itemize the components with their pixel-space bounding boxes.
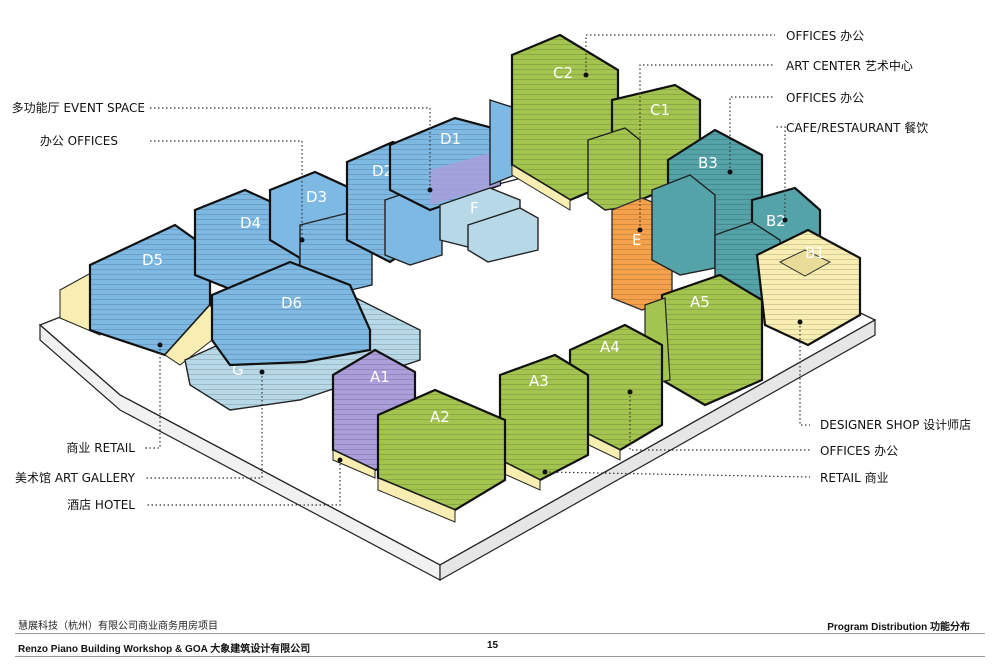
label-offices-top: OFFICES 办公	[786, 28, 864, 43]
block-label-D4: D4	[240, 214, 261, 232]
block-label-A2: A2	[430, 408, 450, 426]
label-retail-right: RETAIL 商业	[820, 470, 889, 485]
sheet-title: Program Distribution 功能分布	[827, 622, 970, 633]
footer-divider	[15, 633, 985, 634]
page-number: 15	[487, 640, 499, 651]
block-label-F: F	[470, 199, 479, 217]
firm-credit: Renzo Piano Building Workshop & GOA 大象建筑…	[18, 644, 311, 655]
page-footer: 慧展科技（杭州）有限公司商业商务用房项目 Program Distributio…	[0, 610, 1000, 664]
block-label-A1: A1	[370, 368, 390, 386]
block-label-D2: D2	[372, 162, 393, 180]
block-A2: A2	[376, 388, 507, 523]
label-event-space: 多功能厅 EVENT SPACE	[12, 101, 145, 115]
block-label-C1: C1	[650, 101, 670, 119]
block-C1: C1	[587, 83, 702, 211]
block-label-A4: A4	[600, 338, 620, 356]
program-distribution-diagram: D5 G D4 D3 D6 D2 D1 F	[12, 28, 971, 582]
label-art-center: ART CENTER 艺术中心	[786, 58, 913, 73]
label-offices-mid: OFFICES 办公	[786, 90, 864, 105]
block-label-B3: B3	[698, 154, 718, 172]
block-label-D6: D6	[281, 294, 302, 312]
block-label-D5: D5	[142, 251, 163, 269]
block-label-B1: B1	[805, 244, 825, 262]
block-B3: B3	[651, 128, 764, 276]
block-B1: B1	[755, 228, 862, 347]
label-cafe-restaurant: CAFE/RESTAURANT 餐饮	[786, 120, 928, 135]
block-label-D1: D1	[440, 130, 461, 148]
footer-divider-bottom	[15, 656, 985, 657]
label-art-gallery: 美术馆 ART GALLERY	[15, 470, 136, 485]
label-offices-bottom: OFFICES 办公	[820, 443, 898, 458]
block-label-C2: C2	[553, 64, 573, 82]
block-F: F	[439, 187, 539, 263]
project-name-cn: 慧展科技（杭州）有限公司商业商务用房项目	[18, 621, 218, 632]
block-D5: D5	[59, 223, 226, 366]
block-label-E: E	[632, 231, 641, 249]
block-label-D3: D3	[306, 188, 327, 206]
label-offices-left: 办公 OFFICES	[40, 133, 118, 148]
block-D1: D1	[388, 99, 516, 212]
label-hotel: 酒店 HOTEL	[67, 498, 135, 512]
block-label-A3: A3	[529, 372, 549, 390]
block-D6: D6	[210, 260, 372, 367]
label-retail-left: 商业 RETAIL	[66, 440, 135, 455]
label-designer-shop: DESIGNER SHOP 设计师店	[820, 418, 971, 432]
block-label-G: G	[232, 361, 244, 379]
leader-lines	[145, 34, 811, 506]
block-label-A5: A5	[690, 293, 710, 311]
block-label-B2: B2	[766, 212, 786, 230]
